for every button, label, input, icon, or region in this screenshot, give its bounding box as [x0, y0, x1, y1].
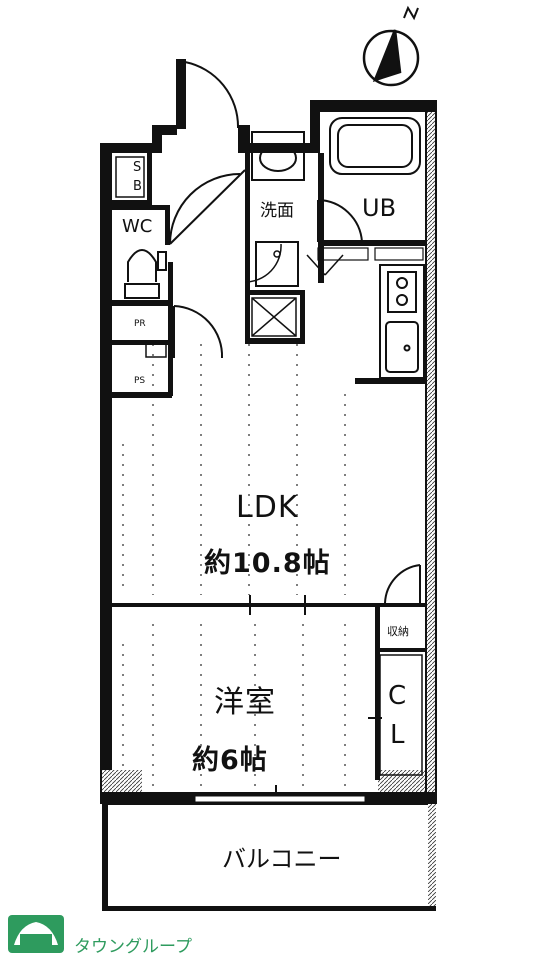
wc-door [169, 173, 241, 245]
storage-door [384, 564, 421, 604]
pr-door [173, 305, 224, 359]
storage-box [251, 297, 297, 337]
floor-texture [118, 340, 346, 800]
corner-hatch-right [378, 770, 425, 792]
sb-label-s: S [133, 160, 142, 175]
wall-hatch [427, 112, 435, 792]
compass-icon [362, 5, 420, 87]
wc-label: WC [122, 216, 153, 237]
corner-hatch [102, 770, 142, 792]
closet-label-c: C [388, 681, 408, 711]
washroom-label: 洗面 [260, 201, 294, 221]
ldk-area: 約10.8帖 [204, 548, 331, 579]
shoe-box [115, 156, 145, 198]
western-room-label: 洋室 [214, 685, 276, 720]
bathtub [329, 117, 421, 175]
entrance-door [176, 59, 240, 129]
washer-pan [255, 241, 299, 287]
ub-door [317, 199, 363, 243]
ps-label: PS [134, 376, 146, 386]
balcony-label: バルコニー [222, 845, 342, 873]
sb-label-b: B [133, 179, 142, 194]
company-logo-text: タウングループ [74, 937, 192, 957]
wash-door [244, 243, 282, 283]
toilet [124, 249, 167, 299]
logo-icon [8, 915, 64, 953]
kitchen-counter [379, 264, 425, 379]
storage-label: 収納 [387, 625, 409, 638]
ldk-label: LDK [236, 490, 299, 525]
wc-door-leaf [169, 169, 246, 245]
balcony [102, 795, 436, 911]
closet-label-l: L [390, 720, 406, 750]
interior-walls [112, 153, 427, 780]
fixture-strip [317, 247, 369, 261]
wash-basin [251, 131, 305, 181]
western-room-area: 約6帖 [192, 745, 268, 776]
pr-label: PR [134, 319, 146, 329]
ub-label: UB [362, 194, 397, 222]
meter-box [145, 342, 167, 358]
closet [379, 654, 423, 776]
